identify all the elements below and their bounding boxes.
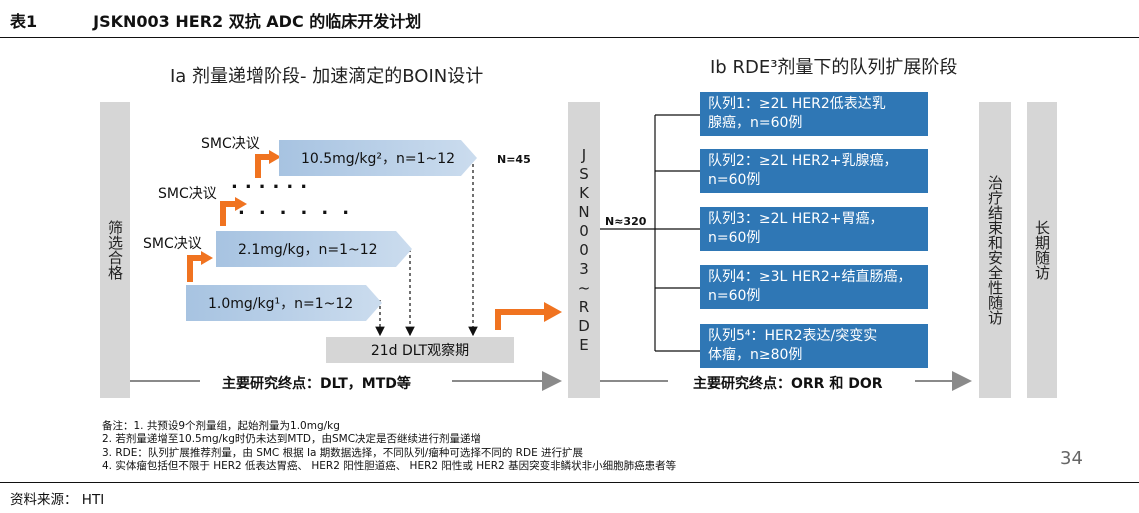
rde-letter: 0 bbox=[579, 221, 589, 240]
cohort-3-line1: 队列3：≥2L HER2+胃癌， bbox=[708, 211, 884, 227]
rde-letter: J bbox=[581, 145, 587, 164]
cohort-1-line2: 腺癌，n=60例 bbox=[708, 115, 803, 131]
table-title-text: JSKN003 HER2 双抗 ADC 的临床开发计划 bbox=[93, 12, 422, 31]
phase-ia-endpoint: 主要研究终点：DLT，MTD等 bbox=[222, 376, 411, 392]
page-number: 34 bbox=[1060, 448, 1083, 469]
footnote-2: 2. 若剂量递增至10.5mg/kg时仍未达到MTD，由SMC决定是否继续进行剂… bbox=[102, 433, 482, 446]
phase-ib-title: Ib RDE³剂量下的队列扩展阶段 bbox=[710, 57, 958, 78]
cohort-2-line1: 队列2：≥2L HER2+乳腺癌， bbox=[708, 153, 898, 169]
dlt-observation-box: 21d DLT观察期 bbox=[326, 337, 514, 363]
dose-box-3: 10.5mg/kg²，n=1~12 bbox=[279, 140, 477, 176]
cohort-box-1: 队列1：≥2L HER2低表达乳腺癌，n=60例 bbox=[700, 92, 928, 136]
source-line: 资料来源： HTI bbox=[10, 492, 105, 508]
cohort-5-line2: 体瘤，n≥80例 bbox=[708, 347, 803, 363]
rde-letter: K bbox=[579, 183, 589, 202]
cohort-4-line2: n=60例 bbox=[708, 288, 761, 304]
cohort-1-line1: 队列1：≥2L HER2低表达乳 bbox=[708, 96, 886, 112]
smc-label-3: SMC决议 bbox=[201, 136, 260, 152]
rde-letter: N bbox=[578, 202, 590, 221]
footnote-3: 3. RDE：队列扩展推荐剂量，由 SMC 根据 Ia 期数据选择，不同队列/瘤… bbox=[102, 446, 584, 459]
smc-label-1: SMC决议 bbox=[143, 236, 202, 252]
cohort-branch-lines bbox=[600, 114, 700, 352]
ellipsis-dots-1: ...... bbox=[231, 172, 315, 193]
bottom-rule bbox=[0, 482, 1139, 483]
rde-letter: D bbox=[578, 316, 590, 335]
phase-ia-title: Ia 剂量递增阶段- 加速滴定的BOIN设计 bbox=[170, 66, 484, 87]
top-rule bbox=[0, 37, 1139, 38]
ellipsis-dots-2: ...... bbox=[238, 198, 364, 219]
table-title: 表1 JSKN003 HER2 双抗 ADC 的临床开发计划 bbox=[10, 8, 421, 32]
cohort-box-3: 队列3：≥2L HER2+胃癌， n=60例 bbox=[700, 207, 928, 251]
long-term-followup-label: 长期随访 bbox=[1033, 220, 1051, 280]
cohort-2-line2: n=60例 bbox=[708, 172, 761, 188]
footnote-4: 4. 实体瘤包括但不限于 HER2 低表达胃癌、 HER2 阳性胆道癌、 HER… bbox=[102, 460, 677, 473]
n-rde-label: N≈320 bbox=[605, 215, 647, 228]
rde-letter: ~ bbox=[577, 278, 591, 297]
footnotes: 备注：1. 共预设9个剂量组，起始剂量为1.0mg/kg 2. 若剂量递增至10… bbox=[102, 420, 676, 474]
rde-letter: R bbox=[578, 297, 590, 316]
n-total-label: N=45 bbox=[497, 153, 531, 166]
smc-step-arrows bbox=[187, 154, 545, 330]
rde-letter: S bbox=[579, 164, 589, 183]
smc-label-2: SMC决议 bbox=[158, 186, 217, 202]
smc-step-arrowheads bbox=[201, 150, 562, 322]
phase-ib-endpoint: 主要研究终点：ORR 和 DOR bbox=[693, 376, 883, 392]
rde-letter: 0 bbox=[579, 240, 589, 259]
long-term-followup-column: 长期随访 bbox=[1027, 102, 1057, 398]
table-label: 表1 bbox=[10, 12, 38, 31]
cohort-3-line2: n=60例 bbox=[708, 230, 761, 246]
cohort-box-5: 队列5⁴：HER2表达/突变实体瘤，n≥80例 bbox=[700, 324, 928, 368]
screening-label: 筛选合格 bbox=[106, 220, 124, 280]
screening-column: 筛选合格 bbox=[100, 102, 130, 398]
cohort-5-line1: 队列5⁴：HER2表达/突变实 bbox=[708, 328, 878, 344]
safety-followup-column: 治疗结束和安全性随访 bbox=[979, 102, 1011, 398]
dose-box-2: 2.1mg/kg，n=1~12 bbox=[216, 231, 412, 267]
safety-followup-label: 治疗结束和安全性随访 bbox=[986, 175, 1004, 325]
rde-letter: E bbox=[579, 335, 589, 354]
rde-letter: 3 bbox=[579, 259, 589, 278]
cohort-4-line1: 队列4：≥3L HER2+结直肠癌， bbox=[708, 269, 912, 285]
cohort-box-4: 队列4：≥3L HER2+结直肠癌， n=60例 bbox=[700, 265, 928, 309]
cohort-box-2: 队列2：≥2L HER2+乳腺癌， n=60例 bbox=[700, 149, 928, 193]
dose-box-1: 1.0mg/kg¹，n=1~12 bbox=[186, 285, 382, 321]
footnote-1: 备注：1. 共预设9个剂量组，起始剂量为1.0mg/kg bbox=[102, 420, 340, 432]
